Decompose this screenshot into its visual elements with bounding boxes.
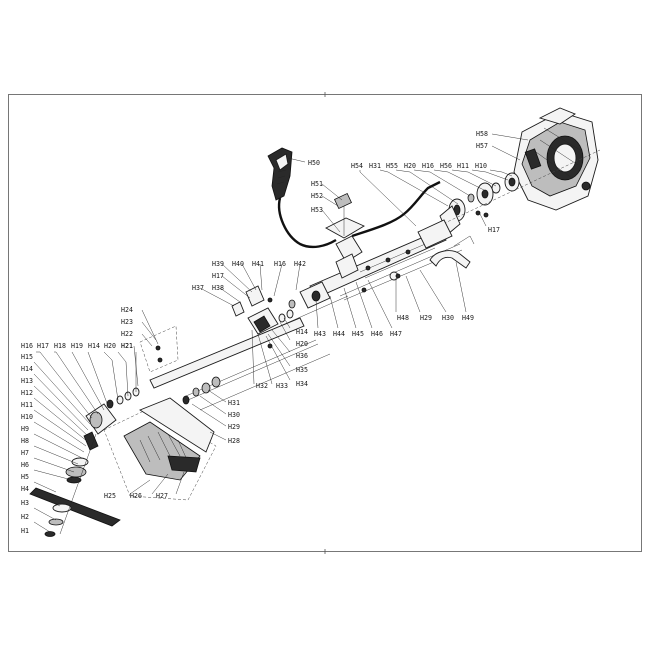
label-H54: H54 xyxy=(351,162,363,170)
label-H51: H51 xyxy=(311,180,323,188)
label-H20-top: H20 xyxy=(404,162,416,170)
label-H20-left: H20 xyxy=(104,342,116,350)
label-H46: H46 xyxy=(371,330,383,338)
shaft-fasteners xyxy=(261,273,401,335)
label-H19: H19 xyxy=(71,342,83,350)
label-H17-mid: H17 xyxy=(212,272,224,280)
label-H26: H26 xyxy=(130,492,142,500)
shaft-coupling xyxy=(231,285,294,349)
label-H37: H37 xyxy=(192,284,204,292)
label-H34: H34 xyxy=(296,380,308,388)
label-H16-left: H16 xyxy=(21,342,33,350)
label-H31-guard: H31 xyxy=(228,399,240,407)
label-H30-guard: H30 xyxy=(228,411,240,419)
label-H10-top: H10 xyxy=(475,162,487,170)
label-H41: H41 xyxy=(252,260,264,268)
label-H48: H48 xyxy=(397,314,409,322)
label-H14-mid: H14 xyxy=(296,328,308,336)
label-H10-left: H10 xyxy=(21,413,33,421)
label-H30-right: H30 xyxy=(442,314,454,322)
label-H12: H12 xyxy=(21,389,33,397)
label-H57: H57 xyxy=(476,142,488,150)
label-H20-mid: H20 xyxy=(296,340,308,348)
label-H15: H15 xyxy=(21,353,33,361)
label-H29-guard: H29 xyxy=(228,423,240,431)
label-H21-left: H21 xyxy=(121,342,133,350)
label-H27: H27 xyxy=(156,492,168,500)
engine-assembly xyxy=(513,107,599,211)
label-H8: H8 xyxy=(21,437,29,445)
label-H44: H44 xyxy=(333,330,345,338)
label-H3: H3 xyxy=(21,499,29,507)
label-H1: H1 xyxy=(21,527,29,535)
gear-head-assembly xyxy=(29,387,140,537)
label-H31-top: H31 xyxy=(369,162,381,170)
label-H45: H45 xyxy=(352,330,364,338)
label-H11-top: H11 xyxy=(457,162,469,170)
label-H29-right: H29 xyxy=(420,314,432,322)
label-H5: H5 xyxy=(21,473,29,481)
label-H23: H23 xyxy=(121,318,133,326)
label-H11-left: H11 xyxy=(21,401,33,409)
label-H25: H25 xyxy=(104,492,116,500)
label-H33: H33 xyxy=(276,382,288,390)
inner-shaft xyxy=(149,317,331,411)
label-H13: H13 xyxy=(21,377,33,385)
label-H49: H49 xyxy=(462,314,474,322)
label-H16-mid: H16 xyxy=(274,260,286,268)
label-H14-left: H14 xyxy=(21,365,33,373)
label-H7: H7 xyxy=(21,449,29,457)
label-H58: H58 xyxy=(476,130,488,138)
label-H52: H52 xyxy=(311,192,323,200)
label-H55: H55 xyxy=(386,162,398,170)
callout-labels: H58 H57 H50 H54 H31 H55 H20 H16 H56 H11 … xyxy=(21,130,500,535)
label-H18: H18 xyxy=(54,342,66,350)
label-H47: H47 xyxy=(390,330,402,338)
label-H53: H53 xyxy=(311,206,323,214)
handle-assembly xyxy=(267,147,441,263)
label-H40: H40 xyxy=(232,260,244,268)
guard-assembly xyxy=(103,325,217,501)
label-H14-left-top: H14 xyxy=(88,342,100,350)
label-H17-left: H17 xyxy=(37,342,49,350)
label-H2: H2 xyxy=(21,513,29,521)
label-H6: H6 xyxy=(21,461,29,469)
label-H16-top: H16 xyxy=(422,162,434,170)
handle-bar-bracket xyxy=(429,235,475,269)
label-H17-engine: H17 xyxy=(488,226,500,234)
label-H50: H50 xyxy=(308,159,320,167)
label-H4: H4 xyxy=(21,485,29,493)
leader-lines xyxy=(33,133,529,533)
label-H24: H24 xyxy=(121,306,133,314)
label-H39: H39 xyxy=(212,260,224,268)
label-H35: H35 xyxy=(296,366,308,374)
label-H38: H38 xyxy=(212,284,224,292)
label-H32: H32 xyxy=(256,382,268,390)
label-H36: H36 xyxy=(296,352,308,360)
label-H21-top: H21 xyxy=(121,342,133,350)
label-H42: H42 xyxy=(294,260,306,268)
label-H28: H28 xyxy=(228,437,240,445)
label-H56: H56 xyxy=(440,162,452,170)
label-H22: H22 xyxy=(121,330,133,338)
label-H43: H43 xyxy=(314,330,326,338)
label-H9: H9 xyxy=(21,425,29,433)
